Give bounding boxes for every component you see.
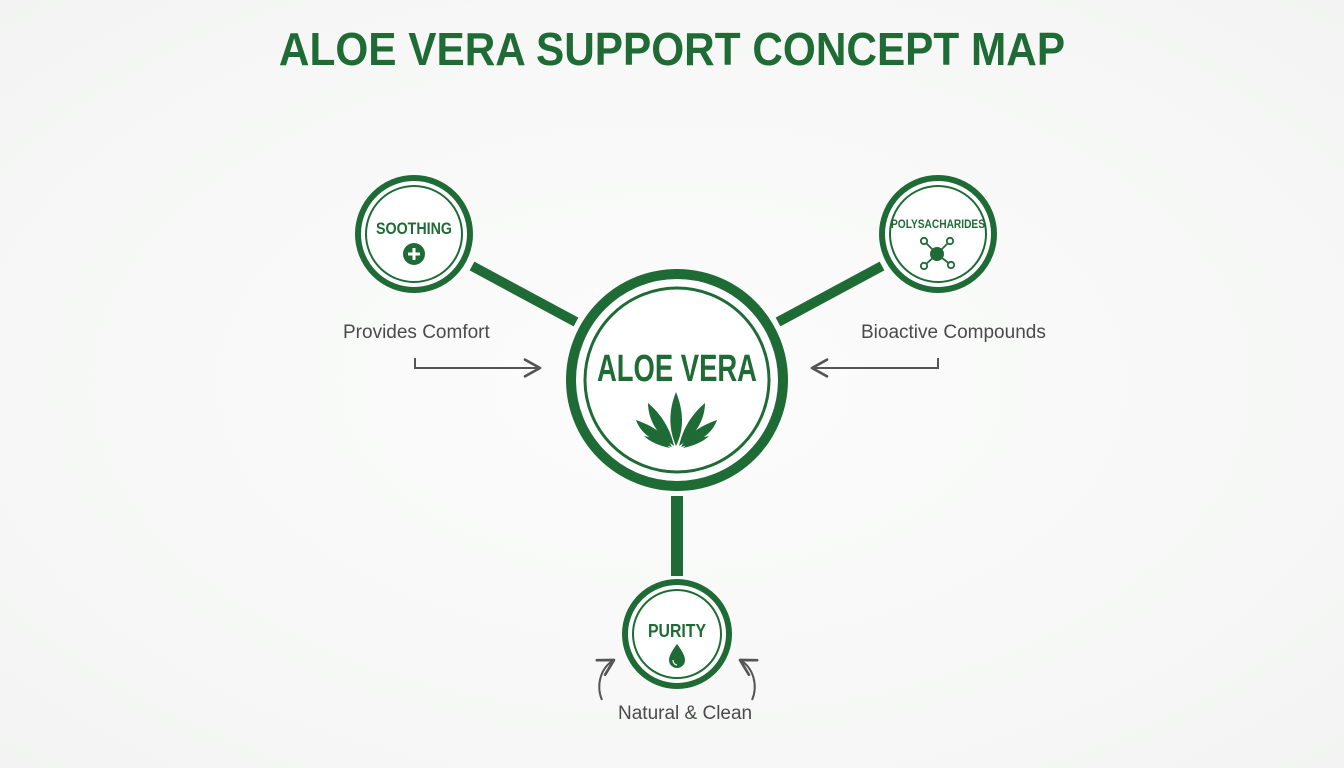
soothing-node: SOOTHING bbox=[355, 175, 473, 293]
polysaccharides-node: POLYSACHARIDES bbox=[879, 175, 997, 293]
molecule-icon bbox=[919, 236, 956, 271]
soothing-arrow bbox=[414, 358, 542, 378]
polysaccharides-node-outer-ring bbox=[879, 175, 997, 293]
center-node-outer-ring bbox=[566, 269, 788, 491]
polysaccharides-caption: Bioactive Compounds bbox=[861, 322, 1046, 343]
purity-right-arrow bbox=[738, 658, 759, 701]
aloe-plant-icon bbox=[636, 392, 717, 448]
purity-node: PURITY bbox=[622, 579, 732, 689]
soothing-node-outer-ring bbox=[355, 175, 473, 293]
soothing-caption: Provides Comfort bbox=[343, 322, 490, 343]
purity-node-outer-ring bbox=[622, 579, 732, 689]
polysaccharides-node-label: POLYSACHARIDES bbox=[891, 217, 985, 231]
purity-left-arrow bbox=[595, 658, 616, 701]
polysaccharides-arrow bbox=[810, 358, 939, 378]
connector-soothing bbox=[469, 261, 579, 327]
water-drop-icon bbox=[669, 644, 685, 668]
purity-caption: Natural & Clean bbox=[618, 703, 753, 724]
center-node-inner-ring bbox=[583, 286, 771, 474]
plus-circle-icon bbox=[403, 243, 425, 265]
soothing-node-label: SOOTHING bbox=[376, 219, 452, 238]
connector-polysaccharides bbox=[775, 261, 885, 327]
purity-node-label: PURITY bbox=[648, 621, 706, 641]
purity-node-inner-ring bbox=[632, 589, 722, 679]
page-title: ALOE VERA SUPPORT CONCEPT MAP bbox=[278, 23, 1066, 75]
soothing-node-inner-ring bbox=[365, 185, 463, 283]
center-node-label: ALOE VERA bbox=[597, 348, 757, 390]
polysaccharides-node-inner-ring bbox=[889, 185, 987, 283]
center-node: ALOE VERA bbox=[566, 269, 788, 491]
